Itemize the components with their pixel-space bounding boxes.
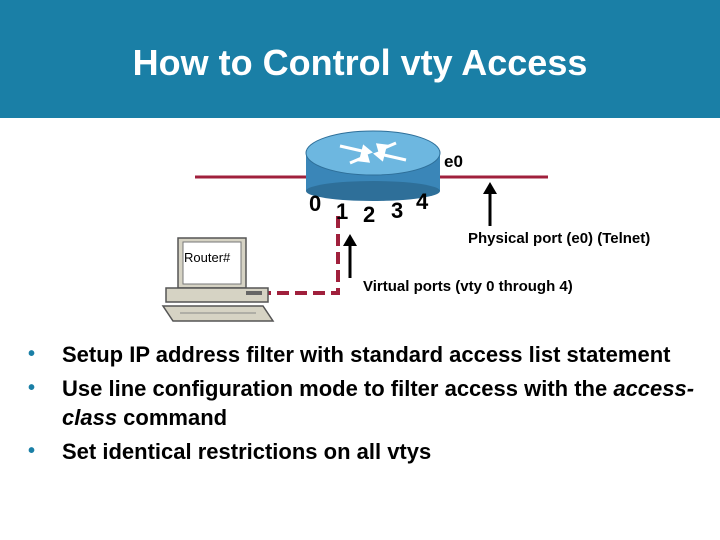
bullet-icon: • <box>28 343 36 365</box>
slide-title: How to Control vty Access <box>132 42 588 83</box>
bullet-icon: • <box>28 440 36 462</box>
physical-port-label: Physical port (e0) (Telnet) <box>468 230 651 247</box>
diagram-graphics <box>161 130 548 322</box>
vty-port-4: 4 <box>416 189 429 214</box>
bullet-item: •Set identical restrictions on all vtys <box>28 439 432 464</box>
console-link <box>258 216 340 295</box>
bullet-item: •Use line configuration mode to filter a… <box>28 376 695 430</box>
vty-port-2: 2 <box>363 202 376 227</box>
terminal-icon <box>161 237 275 322</box>
network-diagram: e0 0 1 2 3 4 Router# Physical port (e0) … <box>0 118 720 338</box>
terminal-prompt: Router# <box>184 250 231 265</box>
title-bar: How to Control vty Access <box>0 0 720 118</box>
bullet-item: •Setup IP address filter with standard a… <box>28 342 671 367</box>
router-icon <box>305 130 441 201</box>
vty-port-0: 0 <box>309 191 322 216</box>
bullet-list: •Setup IP address filter with standard a… <box>28 340 698 471</box>
bullet-icon: • <box>28 377 36 399</box>
virtual-ports-label: Virtual ports (vty 0 through 4) <box>363 278 573 295</box>
interface-label: e0 <box>444 152 463 171</box>
vty-port-3: 3 <box>391 198 404 223</box>
vty-port-1: 1 <box>336 199 349 224</box>
